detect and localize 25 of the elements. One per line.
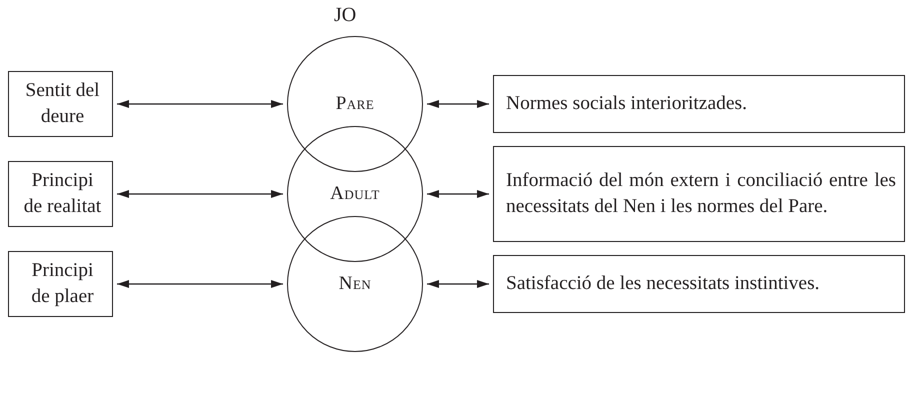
double-arrow: [427, 190, 489, 198]
box-text: Normes socials interioritzades.: [506, 92, 747, 116]
circle: [287, 216, 423, 352]
principle-box: [8, 251, 113, 317]
box-text: Sentit del deure: [24, 79, 101, 129]
circle-label: Pare: [336, 93, 374, 115]
description-box: [493, 255, 905, 313]
principle-box: [8, 161, 113, 227]
double-arrow: [117, 100, 283, 108]
circle-label: Adult: [330, 183, 380, 205]
box-text: Principi de plaer: [30, 259, 95, 309]
box-text: Satisfacció de les necessitats instintives.: [506, 272, 820, 296]
description-box: [493, 146, 905, 242]
box-text: Principi de realitat: [22, 169, 102, 219]
double-arrow: [427, 280, 489, 288]
circle: [287, 36, 423, 172]
double-arrow: [117, 280, 283, 288]
double-arrow: [117, 190, 283, 198]
principle-box: [8, 71, 113, 137]
double-arrow: [427, 100, 489, 108]
description-box: [493, 75, 905, 133]
heading-label: JO: [334, 4, 356, 27]
circle-label: Nen: [338, 273, 372, 295]
box-text: Informació del món extern i conciliació entre les necessitats del Nen i les normes del Pare.: [506, 169, 896, 219]
circle: [287, 126, 423, 262]
